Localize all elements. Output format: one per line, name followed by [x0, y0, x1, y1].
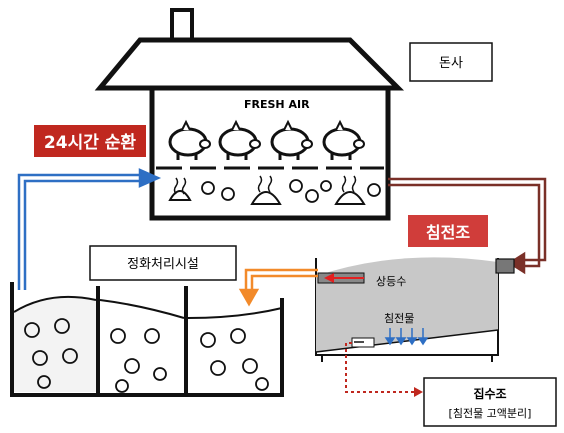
- microbe-icon: [24, 318, 78, 389]
- circulation-label: 24시간 순환: [44, 133, 136, 153]
- orange-supernatant-pipe: [238, 268, 318, 307]
- treatment-facility: [10, 282, 284, 397]
- manure-icon: [168, 175, 366, 205]
- brown-outflow-pipe: [388, 177, 547, 275]
- collection-tank-box: 집수조 [침전물 고액분리]: [423, 377, 557, 427]
- collection-sub-label: [침전물 고액분리]: [449, 407, 532, 420]
- pig-icon: [322, 119, 365, 160]
- pig-icon: [168, 119, 211, 160]
- sediment-transfer-line: [345, 342, 423, 397]
- chimney: [170, 8, 194, 44]
- sediment-label: 침전물: [384, 312, 414, 325]
- barn-label: 돈사: [439, 56, 463, 71]
- treatment-label-box: 정화처리시설: [89, 245, 237, 281]
- circulation-badge: 24시간 순환: [34, 125, 146, 157]
- barn-label-box: 돈사: [409, 42, 493, 82]
- blue-return-pipe: [17, 168, 162, 290]
- settling-tank: 상등수 침전물: [315, 257, 515, 362]
- pig-icon: [270, 119, 313, 160]
- treatment-facility-label: 정화처리시설: [127, 257, 199, 272]
- barn-roof: [94, 37, 405, 91]
- sediment-arrows: [384, 328, 429, 346]
- settling-tank-label: 침전조: [426, 223, 470, 242]
- pig-icon: [218, 119, 261, 160]
- microbe-icon: [110, 328, 167, 393]
- inlet-pipe-stub: [495, 258, 515, 274]
- settling-tank-badge: 침전조: [408, 215, 488, 247]
- collection-tank-label: 집수조: [473, 386, 506, 401]
- fresh-air-label: FRESH AIR: [244, 98, 310, 111]
- microbe-icon: [201, 179, 381, 203]
- supernatant-label: 상등수: [376, 275, 406, 288]
- microbe-icon: [200, 328, 269, 391]
- barn: FRESH AIR: [94, 8, 405, 221]
